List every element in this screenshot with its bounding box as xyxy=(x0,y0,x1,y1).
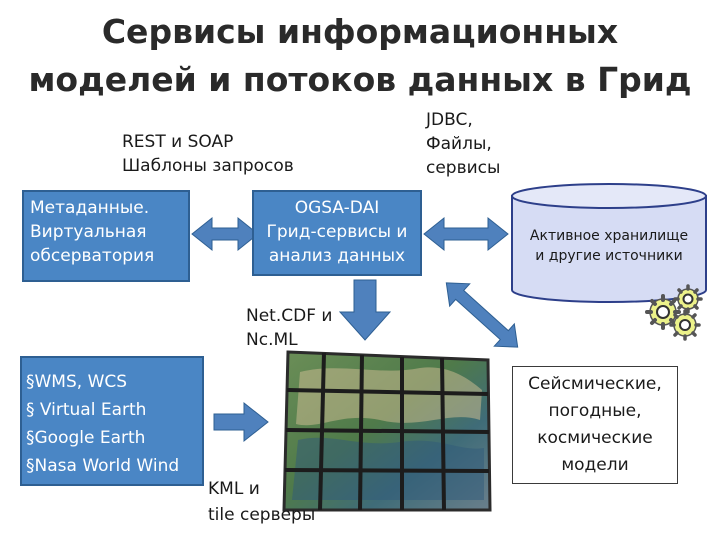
title-line-1: Сервисы информационных xyxy=(101,12,619,51)
storage-label: Активное хранилище и другие источники xyxy=(512,226,706,266)
models-line-4: модели xyxy=(561,455,629,475)
metadata-line-1: Метаданные. xyxy=(30,198,150,218)
jdbc-note: JDBC, Файлы, сервисы xyxy=(426,108,500,180)
title-line-2: моделей и потоков данных в Грид xyxy=(28,60,692,99)
kml-note: KML и tile серверы xyxy=(208,476,315,528)
rest-note-line-1: REST и SOAP xyxy=(122,132,234,152)
wms-item: §WMS, WCS xyxy=(26,372,128,392)
kml-note-line-2: tile серверы xyxy=(208,505,316,525)
right-arrow-icon xyxy=(213,401,269,443)
netcdf-note-line-1: Net.CDF и xyxy=(246,306,333,326)
ogsa-dai-box: OGSA-DAI Грид-сервисы и анализ данных xyxy=(252,190,422,276)
kml-note-line-1: KML и xyxy=(208,479,260,499)
gears-icon xyxy=(645,284,703,341)
wms-item: §Nasa World Wind xyxy=(26,456,180,476)
cylinder-storage-icon xyxy=(511,183,707,303)
page-title: Сервисы информационных моделей и потоков… xyxy=(0,8,720,104)
metadata-line-3: обсерватория xyxy=(30,246,155,266)
models-line-2: погодные, xyxy=(548,401,642,421)
diagonal-double-arrow-icon xyxy=(445,282,519,348)
storage-line-2: и другие источники xyxy=(535,248,683,264)
jdbc-note-line-1: JDBC, xyxy=(426,110,473,130)
down-arrow-icon xyxy=(338,279,392,341)
ogsa-line-3: анализ данных xyxy=(268,246,406,266)
video-wall-earth-image xyxy=(282,350,492,512)
models-box: Сейсмические, погодные, космические моде… xyxy=(512,366,678,484)
jdbc-note-line-3: сервисы xyxy=(426,158,501,178)
netcdf-note-line-2: Nc.ML xyxy=(246,330,298,350)
models-line-1: Сейсмические, xyxy=(528,374,662,394)
wms-services-box: §WMS, WCS § Virtual Earth §Google Earth … xyxy=(20,356,204,486)
rest-note-line-2: Шаблоны запросов xyxy=(122,156,294,176)
double-arrow-icon xyxy=(191,216,259,252)
double-arrow-icon xyxy=(423,216,509,252)
rest-soap-note: REST и SOAP Шаблоны запросов xyxy=(122,130,294,178)
wms-item: §Google Earth xyxy=(26,428,146,448)
models-line-3: космические xyxy=(537,428,653,448)
netcdf-note: Net.CDF и Nc.ML xyxy=(246,304,332,352)
storage-line-1: Активное хранилище xyxy=(529,228,689,244)
metadata-line-2: Виртуальная xyxy=(30,222,147,242)
jdbc-note-line-2: Файлы, xyxy=(426,134,492,154)
ogsa-line-1: OGSA-DAI xyxy=(294,198,380,218)
metadata-box: Метаданные. Виртуальная обсерватория xyxy=(22,190,190,282)
wms-item: § Virtual Earth xyxy=(26,400,147,420)
ogsa-line-2: Грид-сервисы и xyxy=(266,222,408,242)
